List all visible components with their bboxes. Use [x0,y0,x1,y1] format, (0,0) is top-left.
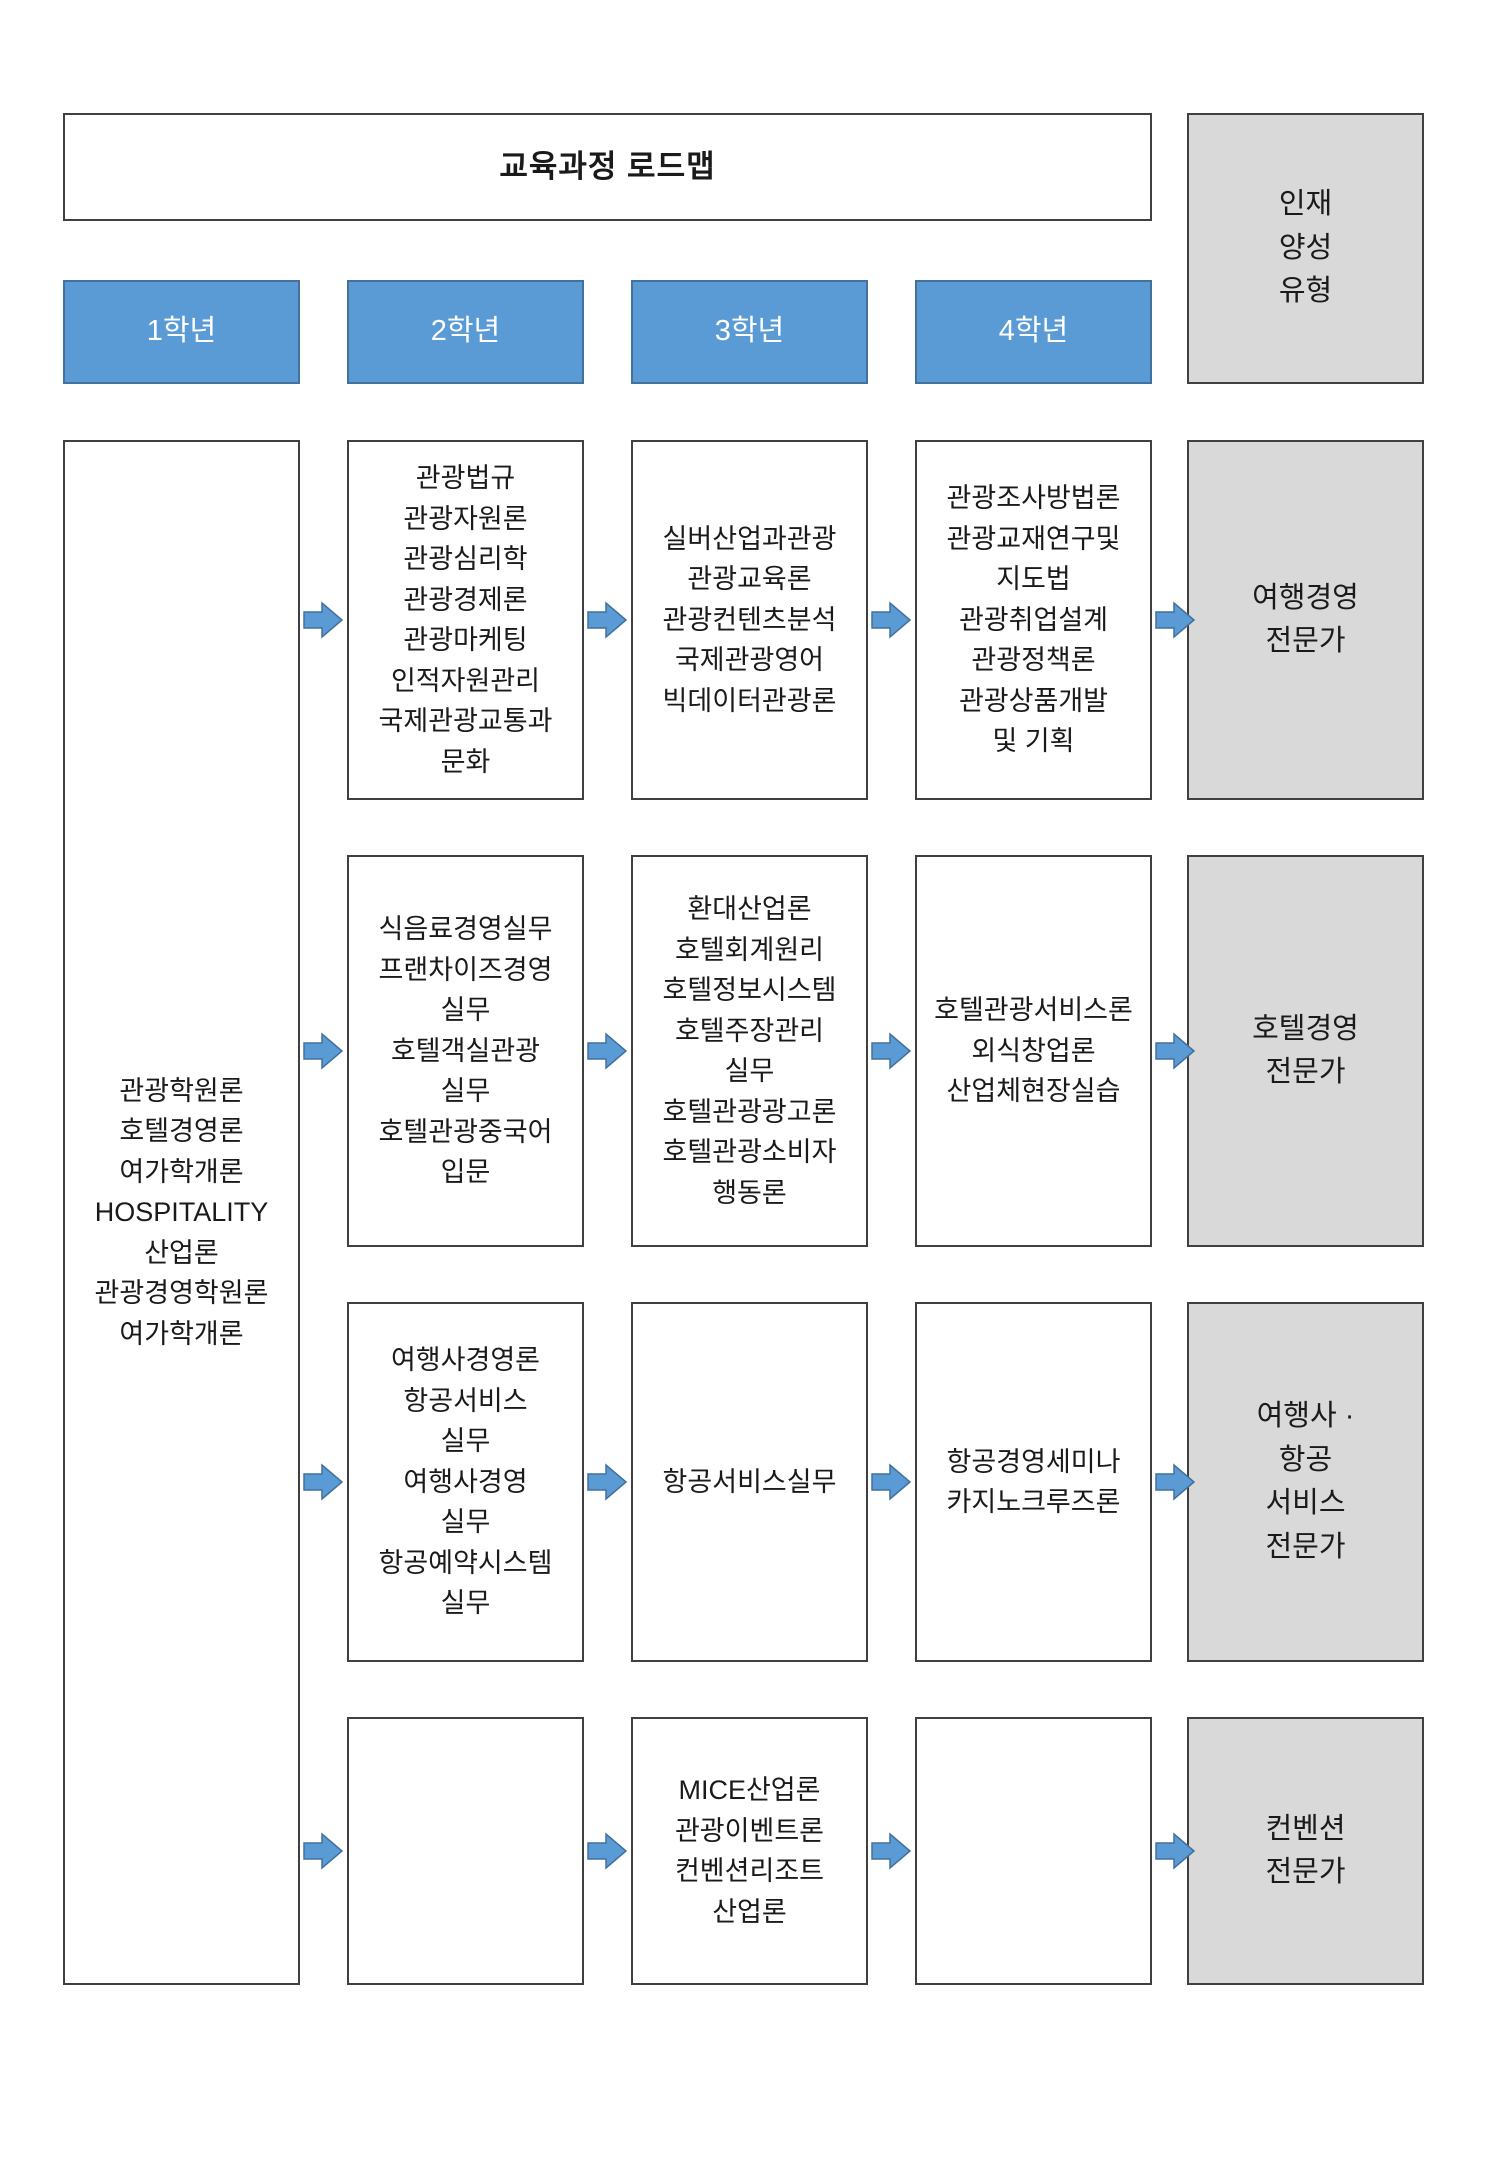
page-title: 교육과정 로드맵 [63,113,1152,221]
arrow-right-icon [302,1828,345,1874]
track-4-year2-courses [347,1717,584,1985]
arrow-right-icon [302,1459,345,1505]
arrow-right-icon [870,1028,913,1074]
track-2-year4-courses: 호텔관광서비스론 외식창업론 산업체현장실습 [915,855,1152,1247]
year-2-header: 2학년 [347,280,584,384]
track-1-year4-courses: 관광조사방법론 관광교재연구및 지도법 관광취업설계 관광정책론 관광상품개발 … [915,440,1152,800]
arrow-right-icon [1154,1028,1197,1074]
arrow-right-icon [302,597,345,643]
track-3-year3-courses: 항공서비스실무 [631,1302,868,1662]
arrow-right-icon [1154,597,1197,643]
arrow-right-icon [870,597,913,643]
arrow-right-icon [586,597,629,643]
track-2-year2-courses: 식음료경영실무 프랜차이즈경영 실무 호텔객실관광 실무 호텔관광중국어 입문 [347,855,584,1247]
track-3-year2-courses: 여행사경영론 항공서비스 실무 여행사경영 실무 항공예약시스템 실무 [347,1302,584,1662]
track-4-outcome: 컨벤션 전문가 [1187,1717,1424,1985]
track-3-year4-courses: 항공경영세미나 카지노크루즈론 [915,1302,1152,1662]
arrow-right-icon [870,1828,913,1874]
arrow-right-icon [1154,1828,1197,1874]
track-2-year3-courses: 환대산업론 호텔회계원리 호텔정보시스템 호텔주장관리 실무 호텔관광광고론 호… [631,855,868,1247]
track-3-outcome: 여행사 · 항공 서비스 전문가 [1187,1302,1424,1662]
arrow-right-icon [586,1028,629,1074]
arrow-right-icon [870,1459,913,1505]
talent-type-header: 인재 양성 유형 [1187,113,1424,384]
arrow-right-icon [1154,1459,1197,1505]
track-1-outcome: 여행경영 전문가 [1187,440,1424,800]
arrow-right-icon [586,1828,629,1874]
track-2-outcome: 호텔경영 전문가 [1187,855,1424,1247]
track-4-year3-courses: MICE산업론 관광이벤트론 컨벤션리조트 산업론 [631,1717,868,1985]
track-1-year2-courses: 관광법규 관광자원론 관광심리학 관광경제론 관광마케팅 인적자원관리 국제관광… [347,440,584,800]
year-1-header: 1학년 [63,280,300,384]
track-4-year4-courses [915,1717,1152,1985]
track-1-year3-courses: 실버산업과관광 관광교육론 관광컨텐츠분석 국제관광영어 빅데이터관광론 [631,440,868,800]
arrow-right-icon [302,1028,345,1074]
year-3-header: 3학년 [631,280,868,384]
year-4-header: 4학년 [915,280,1152,384]
arrow-right-icon [586,1459,629,1505]
foundation-courses-box: 관광학원론 호텔경영론 여가학개론 HOSPITALITY 산업론 관광경영학원… [63,440,300,1985]
